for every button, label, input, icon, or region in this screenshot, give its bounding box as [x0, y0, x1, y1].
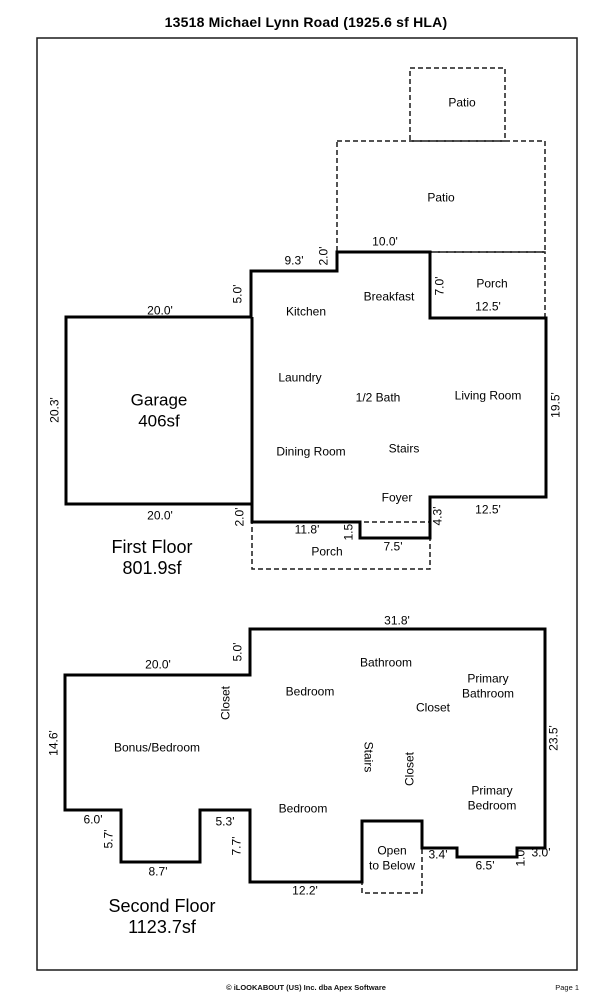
second-floor-title: Second Floor 1123.7sf	[108, 896, 215, 938]
room-label: Kitchen	[285, 304, 327, 319]
dimension-label: 9.3'	[284, 253, 304, 268]
room-label: Closet	[218, 685, 233, 721]
dimension-label: 4.3'	[430, 506, 445, 526]
footer-copyright: © iLOOKABOUT (US) Inc. dba Apex Software	[226, 983, 386, 992]
first-floor-walls	[64, 250, 548, 540]
dimension-label: 6.0'	[83, 812, 103, 827]
dimension-label: 23.5'	[546, 725, 561, 751]
dimension-label: 1.5'	[341, 521, 356, 541]
dimension-label: 20.3'	[47, 397, 62, 423]
second-floor-name: Second Floor	[108, 895, 216, 916]
room-label: Porch	[311, 544, 343, 559]
dimension-label: 14.6'	[46, 730, 61, 756]
dimension-label: 6.5'	[475, 858, 495, 873]
footer-page-number: Page 1	[555, 983, 579, 992]
dimension-label: 5.3'	[215, 814, 235, 829]
second-floor-walls	[63, 627, 547, 884]
dimension-label: 3.4'	[428, 847, 448, 862]
dimension-label: 20.0'	[147, 508, 173, 523]
dimension-label: 10.0'	[372, 234, 398, 249]
room-label: Patio	[448, 95, 476, 110]
dimension-label: 5.0'	[230, 642, 245, 662]
dimension-label: 2.0'	[316, 246, 331, 266]
dimension-label: 5.0'	[230, 284, 245, 304]
first-floor-title: First Floor 801.9sf	[112, 537, 193, 579]
room-label: Garage 406sf	[130, 390, 188, 430]
dimension-label: 12.5'	[475, 502, 501, 517]
room-label: Primary Bathroom	[461, 671, 515, 700]
dimension-label: 1.0'	[513, 847, 528, 867]
first-floor-area: 801.9sf	[122, 558, 182, 578]
dimension-label: 5.7'	[101, 829, 116, 849]
room-label: Bedroom	[285, 684, 335, 699]
room-label: 1/2 Bath	[355, 390, 401, 405]
room-label: Bedroom	[278, 801, 328, 816]
second-floor-area: 1123.7sf	[128, 917, 196, 937]
dimension-label: 2.0'	[232, 507, 247, 527]
room-label: Open to Below	[368, 843, 416, 872]
dimension-label: 11.8'	[294, 522, 320, 537]
room-label: Stairs	[361, 741, 376, 773]
first-floor-name: First Floor	[111, 536, 193, 557]
dimension-label: 7.7'	[229, 836, 244, 856]
room-label: Primary Bedroom	[467, 783, 517, 812]
room-label: Closet	[415, 700, 451, 715]
dimension-label: 19.5'	[548, 392, 563, 418]
room-label: Breakfast	[363, 289, 415, 304]
room-label: Patio	[427, 190, 455, 205]
room-label: Porch	[476, 276, 508, 291]
page-title: 13518 Michael Lynn Road (1925.6 sf HLA)	[164, 14, 448, 30]
dimension-label: 20.0'	[147, 303, 173, 318]
patio-large-outline	[336, 140, 546, 253]
room-label: Foyer	[381, 490, 413, 505]
dimension-label: 20.0'	[145, 657, 171, 672]
room-label: Bathroom	[359, 655, 413, 670]
dimension-label: 7.0'	[432, 276, 447, 296]
room-label: Dining Room	[276, 444, 346, 459]
room-label: Living Room	[454, 388, 522, 403]
room-label: Stairs	[388, 441, 420, 456]
room-label: Bonus/Bedroom	[113, 740, 201, 755]
room-label: Laundry	[278, 370, 322, 385]
page-border	[36, 37, 578, 971]
dimension-label: 12.5'	[475, 299, 501, 314]
dimension-label: 31.8'	[384, 613, 410, 628]
dimension-label: 8.7'	[148, 864, 168, 879]
room-label: Closet	[402, 751, 417, 787]
patio-small-outline	[409, 67, 506, 142]
dimension-label: 12.2'	[292, 883, 318, 898]
dimension-label: 7.5'	[383, 539, 403, 554]
dimension-label: 3.0'	[531, 845, 551, 860]
